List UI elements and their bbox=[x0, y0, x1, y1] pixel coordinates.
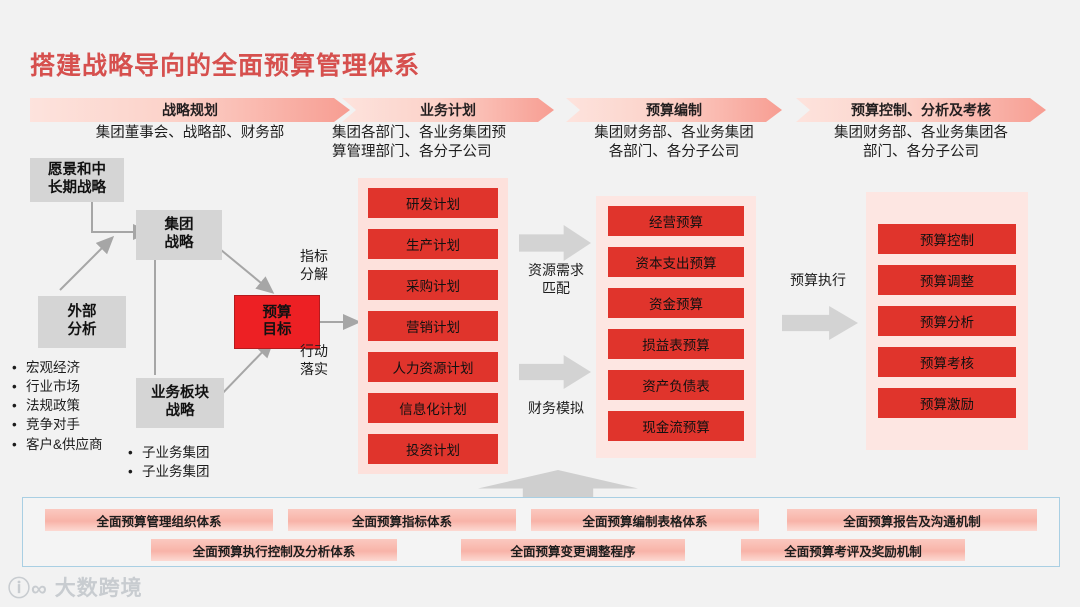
owners-phase-4: 集团财务部、各业务集团各 部门、各分子公司 bbox=[834, 125, 1008, 160]
business-unit-bullets: •子业务集团 •子业务集团 bbox=[128, 445, 210, 480]
arrow-budget-execution-icon bbox=[782, 306, 858, 340]
label-action-implementation: 行动 落实 bbox=[300, 343, 328, 377]
watermark-text: 大数跨境 bbox=[54, 577, 143, 600]
page-title: 搭建战略导向的全面预算管理体系 bbox=[30, 52, 421, 80]
bullet-item: 子业务集团 bbox=[142, 445, 210, 460]
system-item: 全面预算管理组织体系 bbox=[45, 509, 273, 531]
bullet-item: 客户&供应商 bbox=[26, 436, 103, 452]
system-support-bar: 全面预算管理组织体系 全面预算指标体系 全面预算编制表格体系 全面预算报告及沟通… bbox=[22, 497, 1060, 567]
system-item: 全面预算指标体系 bbox=[288, 509, 516, 531]
control-item: 预算分析 bbox=[878, 306, 1016, 336]
budget-item: 资本支出预算 bbox=[608, 247, 744, 277]
arrow-financial-simulation-icon bbox=[519, 355, 591, 389]
watermark-logo-icon: ⓘ∞ bbox=[8, 576, 48, 601]
banner-phase-3: 预算编制 bbox=[566, 98, 782, 122]
business-plan-item: 生产计划 bbox=[368, 229, 498, 259]
business-plan-item: 营销计划 bbox=[368, 311, 498, 341]
panel-budget-preparation: 经营预算 资本支出预算 资金预算 损益表预算 资产负债表 现金流预算 bbox=[596, 196, 756, 458]
control-item: 预算考核 bbox=[878, 347, 1016, 377]
system-item: 全面预算变更调整程序 bbox=[461, 539, 685, 561]
panel-budget-control: 预算控制 预算调整 预算分析 预算考核 预算激励 bbox=[866, 192, 1028, 450]
business-plan-item: 投资计划 bbox=[368, 434, 498, 464]
control-item: 预算控制 bbox=[878, 224, 1016, 254]
budget-item: 资产负债表 bbox=[608, 370, 744, 400]
business-plan-item: 研发计划 bbox=[368, 188, 498, 218]
control-item: 预算激励 bbox=[878, 388, 1016, 418]
bullet-item: 子业务集团 bbox=[142, 464, 210, 480]
label-indicator-decomposition: 指标 分解 bbox=[300, 248, 328, 282]
panel-business-plans: 研发计划 生产计划 采购计划 营销计划 人力资源计划 信息化计划 投资计划 bbox=[358, 178, 508, 474]
budget-item: 损益表预算 bbox=[608, 329, 744, 359]
control-item: 预算调整 bbox=[878, 265, 1016, 295]
bullet-item: 法规政策 bbox=[26, 398, 80, 414]
budget-item: 资金预算 bbox=[608, 288, 744, 318]
business-plan-item: 人力资源计划 bbox=[368, 352, 498, 382]
bullet-item: 竞争对手 bbox=[26, 417, 80, 433]
business-plan-item: 采购计划 bbox=[368, 270, 498, 300]
banner-phase-4: 预算控制、分析及考核 bbox=[796, 98, 1046, 122]
owners-phase-1: 集团董事会、战略部、财务部 bbox=[95, 125, 285, 141]
bullet-item: 行业市场 bbox=[26, 379, 80, 395]
label-resource-requirement-match: 资源需求 匹配 bbox=[528, 262, 584, 296]
box-group-strategy: 集团 战略 bbox=[136, 210, 222, 260]
budget-item: 现金流预算 bbox=[608, 411, 744, 441]
external-analysis-bullets: •宏观经济 •行业市场 •法规政策 •竞争对手 •客户&供应商 bbox=[12, 360, 103, 452]
box-business-unit-strategy: 业务板块 战略 bbox=[136, 378, 224, 428]
budget-item: 经营预算 bbox=[608, 206, 744, 236]
banner-phase-1: 战略规划 bbox=[30, 98, 350, 122]
business-plan-item: 信息化计划 bbox=[368, 393, 498, 423]
banner-phase-2: 业务计划 bbox=[342, 98, 554, 122]
box-external-analysis: 外部 分析 bbox=[38, 296, 126, 348]
system-item: 全面预算编制表格体系 bbox=[531, 509, 759, 531]
box-budget-target: 预算 目标 bbox=[234, 295, 320, 349]
arrow-resource-match-icon bbox=[519, 225, 591, 261]
system-item: 全面预算考评及奖励机制 bbox=[741, 539, 965, 561]
watermark: ⓘ∞ 大数跨境 bbox=[8, 571, 143, 603]
system-item: 全面预算执行控制及分析体系 bbox=[151, 539, 397, 561]
bullet-item: 宏观经济 bbox=[26, 360, 80, 375]
owners-phase-3: 集团财务部、各业务集团 各部门、各分子公司 bbox=[594, 125, 754, 160]
label-financial-simulation: 财务模拟 bbox=[528, 400, 584, 416]
box-vision-long-term-strategy: 愿景和中 长期战略 bbox=[30, 158, 124, 202]
system-item: 全面预算报告及沟通机制 bbox=[787, 509, 1037, 531]
label-budget-execution: 预算执行 bbox=[790, 272, 846, 288]
owners-phase-2: 集团各部门、各业务集团预 算管理部门、各分子公司 bbox=[332, 125, 506, 160]
